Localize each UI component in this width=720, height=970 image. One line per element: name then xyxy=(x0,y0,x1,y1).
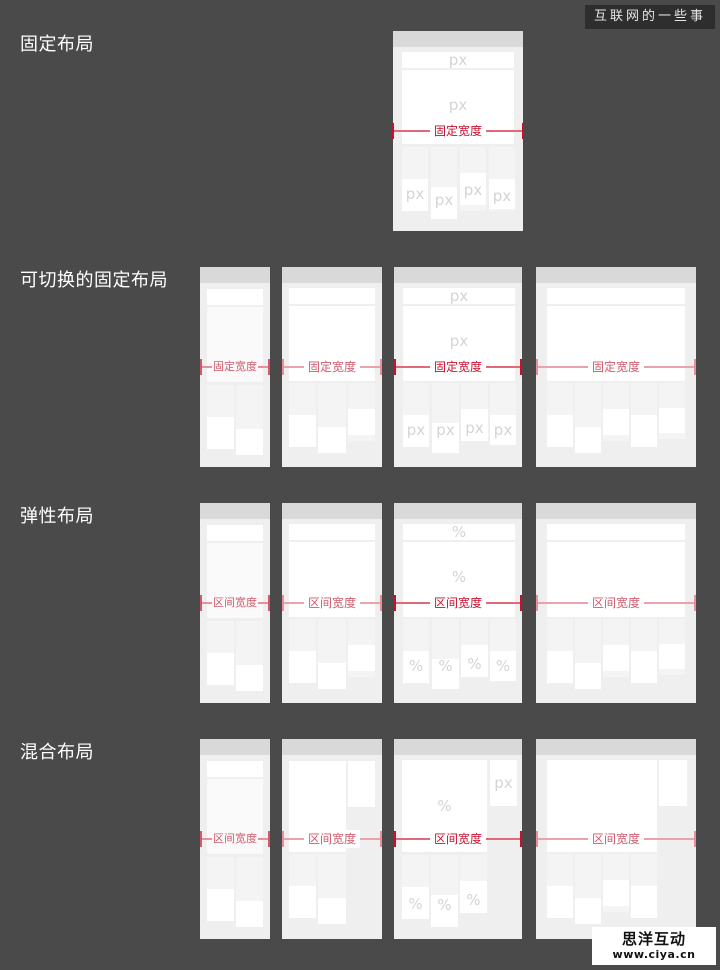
fixed-sidebar-block: px xyxy=(490,760,517,806)
width-measure-active: 区间宽度 xyxy=(394,594,522,612)
fixed-sidebar-block xyxy=(348,761,375,807)
section-title-switchable-fixed: 可切换的固定布局 xyxy=(20,270,168,291)
width-measure: 区间宽度 xyxy=(536,594,696,612)
width-measure: 区间宽度 xyxy=(282,594,382,612)
width-measure: 区间宽度 xyxy=(282,830,382,848)
width-measure: 固定宽度 xyxy=(282,358,382,376)
section-title-fixed: 固定布局 xyxy=(20,34,94,55)
section-title-hybrid: 混合布局 xyxy=(20,742,94,763)
fixed-sidebar-block xyxy=(659,760,687,806)
column-block: px xyxy=(431,187,457,219)
card-header-bar xyxy=(393,31,523,47)
column-block: px xyxy=(402,179,428,211)
width-measure: 区间宽度 xyxy=(536,830,696,848)
width-measure: 固定宽度 xyxy=(536,358,696,376)
width-measure-active: 区间宽度 xyxy=(394,830,522,848)
layout-card-fixed: px px px px px px xyxy=(393,31,523,231)
watermark-title: 思洋互动 xyxy=(621,930,686,948)
section-title-fluid: 弹性布局 xyxy=(20,506,94,527)
watermark-logo: 思洋互动 www.ciya.cn xyxy=(592,927,716,965)
column-block: px xyxy=(460,173,486,205)
site-badge: 互联网的一些事 xyxy=(585,5,715,29)
header-block: px xyxy=(402,52,514,68)
width-measure-fixed: 固定宽度 xyxy=(392,122,524,140)
width-measure: 区间宽度 xyxy=(200,594,270,612)
width-measure: 区间宽度 xyxy=(200,830,270,848)
width-measure: 固定宽度 xyxy=(200,358,270,376)
column-block: px xyxy=(489,179,515,209)
width-measure-active: 固定宽度 xyxy=(394,358,522,376)
watermark-url: www.ciya.cn xyxy=(612,948,696,961)
